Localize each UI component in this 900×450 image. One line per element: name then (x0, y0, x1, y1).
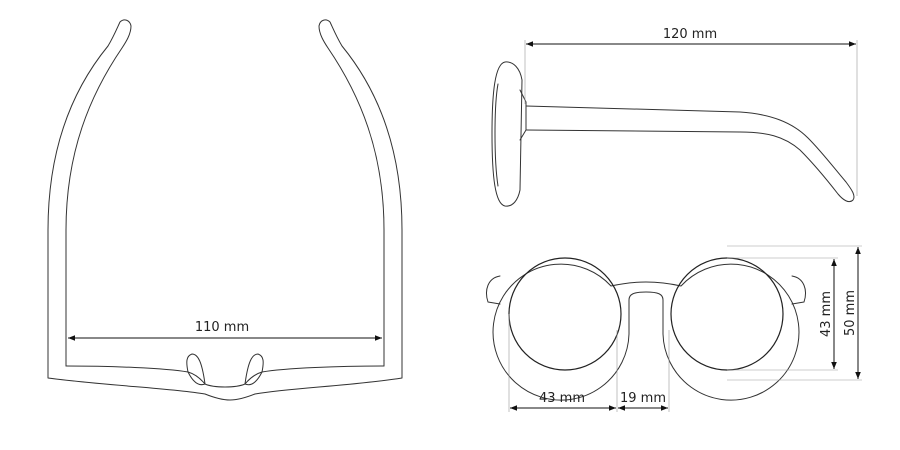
side-view-hinge (519, 89, 527, 141)
inner-width-label: 110 mm (195, 320, 249, 335)
front-view-left-lens (508, 257, 622, 371)
frame-height-label: 50 mm (843, 290, 858, 336)
side-view-temple (525, 105, 855, 203)
front-view-left-endpiece (486, 275, 501, 305)
temple-length-label: 120 mm (663, 27, 717, 42)
side-view-frame-front (491, 61, 523, 207)
lens-width-label: 43 mm (539, 391, 585, 406)
lens-height-label: 43 mm (819, 291, 834, 337)
top-view-front-inner (65, 365, 385, 385)
front-view-frame-outline (492, 263, 800, 401)
front-view-right-endpiece (791, 275, 806, 305)
top-view-right-nose-pad (244, 353, 264, 386)
front-view: 43 mm 19 mm 43 mm 50 mm (486, 245, 862, 412)
front-view-right-lens (670, 257, 784, 371)
side-view: 120 mm (491, 27, 858, 207)
top-view-bridge (204, 383, 246, 388)
top-view-right-temple (318, 19, 403, 371)
top-view-left-nose-pad (186, 353, 206, 386)
top-view-front-frame (47, 365, 403, 401)
side-view-lens-edge (494, 83, 499, 187)
bridge-width-label: 19 mm (620, 391, 666, 406)
top-view-left-temple (47, 19, 132, 371)
top-view: 110 mm (47, 19, 403, 401)
